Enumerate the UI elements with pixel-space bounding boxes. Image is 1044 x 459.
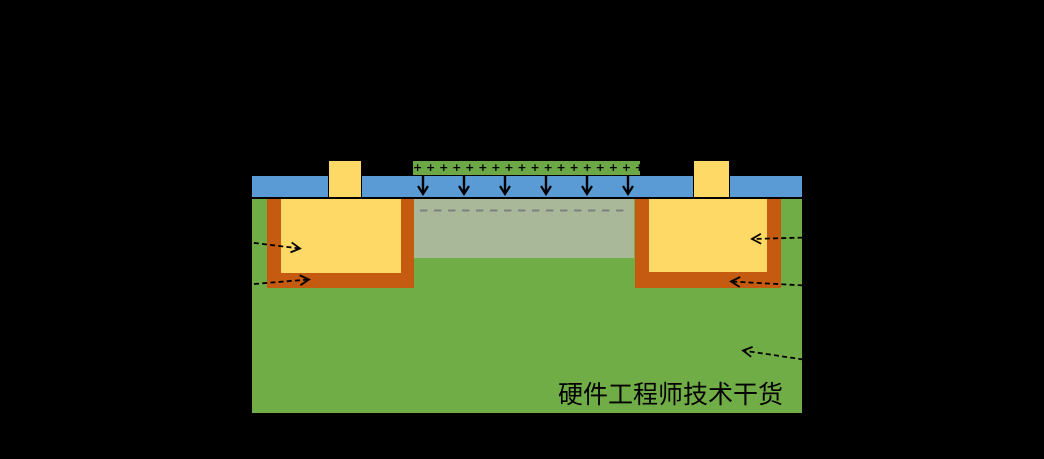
depletion-region: [414, 197, 634, 258]
watermark-text: 硬件工程师技术干货: [558, 380, 784, 409]
gate-electrode: + + + + + + + + + + + + + + + + + +: [413, 161, 640, 175]
gate-plus-row: + + + + + + + + + + + + + + + + + +: [413, 161, 640, 174]
left-well: [281, 198, 401, 273]
right-well: [649, 198, 767, 272]
right-contact: [693, 161, 730, 197]
oxide-layer: [252, 176, 802, 197]
surface-line: [252, 196, 802, 199]
left-contact: [328, 161, 362, 197]
